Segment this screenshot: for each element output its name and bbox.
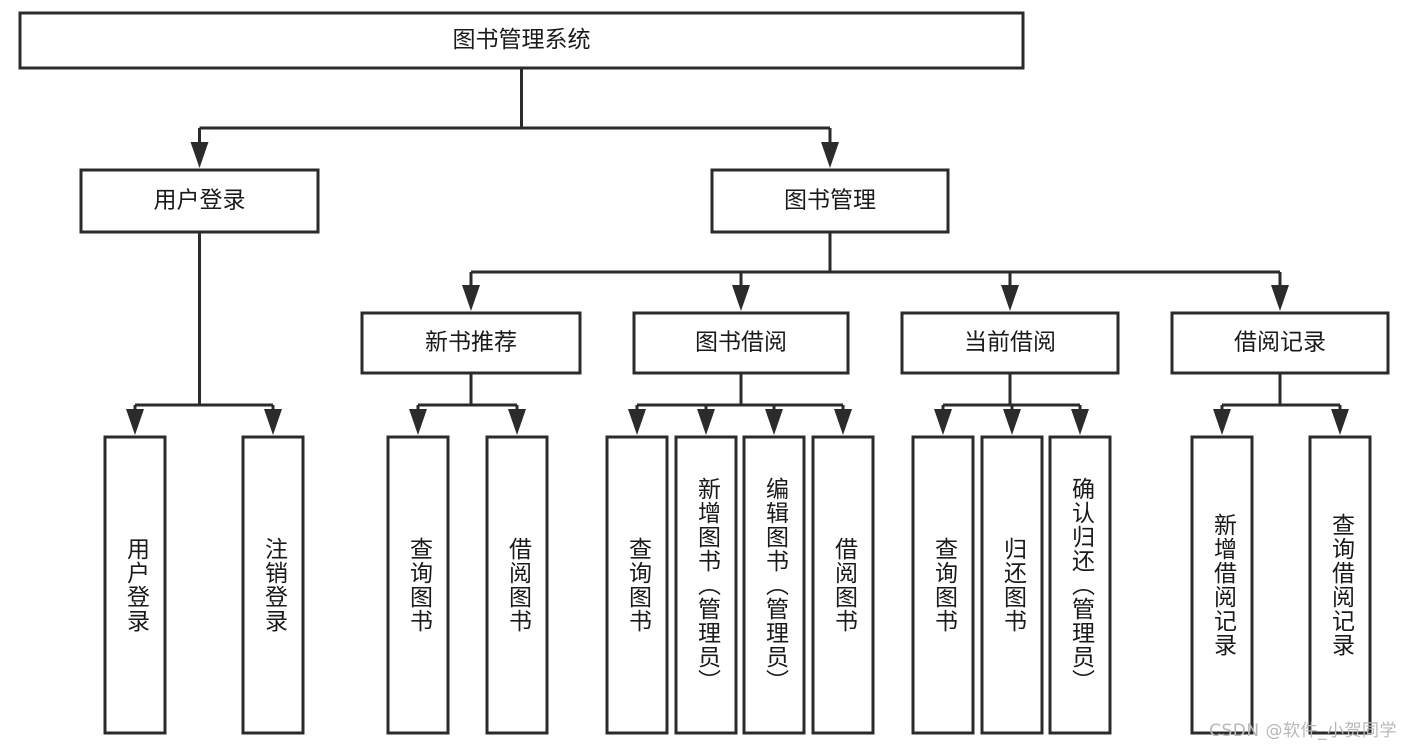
- connector-group-newbook: [409, 373, 526, 435]
- node-leaf6[interactable]: 新增图书（管理员）: [674, 435, 738, 735]
- node-leaf9[interactable]: 查询图书: [911, 435, 975, 735]
- node-label: 查询图书: [625, 537, 653, 633]
- node-box[interactable]: [79, 168, 320, 234]
- arrow-head-icon: [190, 142, 209, 168]
- node-leaf1[interactable]: 用户登录: [103, 435, 167, 735]
- node-label: 借阅图书: [505, 537, 533, 633]
- node-box[interactable]: [386, 435, 450, 735]
- arrow-head-icon: [409, 409, 427, 435]
- arrow-head-icon: [1003, 409, 1021, 435]
- node-box[interactable]: [632, 311, 850, 375]
- node-label: 图书管理: [784, 188, 876, 214]
- node-leaf11[interactable]: 确认归还（管理员）: [1048, 435, 1112, 735]
- arrow-head-icon: [765, 409, 783, 435]
- arrow-head-icon: [1331, 409, 1349, 435]
- connector-layer: [126, 68, 1349, 435]
- node-borrow[interactable]: 图书借阅: [632, 311, 850, 375]
- arrow-head-icon: [264, 409, 282, 435]
- node-label: 当前借阅: [964, 330, 1056, 356]
- node-label: 新增借阅记录: [1210, 513, 1238, 657]
- node-box[interactable]: [485, 435, 549, 735]
- node-leaf2[interactable]: 注销登录: [241, 435, 305, 735]
- connector-group-records: [1213, 373, 1349, 435]
- node-leaf13[interactable]: 查询借阅记录: [1308, 435, 1372, 735]
- node-label: 借阅图书: [831, 537, 859, 633]
- connector-group-bookmgmt: [462, 232, 1289, 311]
- arrow-head-icon: [1213, 409, 1231, 435]
- node-box[interactable]: [1308, 435, 1372, 735]
- node-login[interactable]: 用户登录: [79, 168, 320, 234]
- node-label: 新书推荐: [425, 330, 517, 356]
- arrow-head-icon: [697, 409, 715, 435]
- node-box[interactable]: [360, 311, 582, 375]
- node-box[interactable]: [241, 435, 305, 735]
- node-label: 用户登录: [123, 537, 151, 633]
- node-leaf7[interactable]: 编辑图书（管理员）: [742, 435, 806, 735]
- node-box[interactable]: [605, 435, 669, 735]
- node-label: 查询图书: [931, 537, 959, 633]
- node-leaf8[interactable]: 借阅图书: [811, 435, 875, 735]
- arrow-head-icon: [821, 142, 839, 168]
- node-box[interactable]: [1170, 311, 1390, 375]
- node-leaf12[interactable]: 新增借阅记录: [1190, 435, 1254, 735]
- node-leaf3[interactable]: 查询图书: [386, 435, 450, 735]
- arrow-head-icon: [834, 409, 852, 435]
- node-records[interactable]: 借阅记录: [1170, 311, 1390, 375]
- connector-group-current: [934, 373, 1089, 435]
- node-leaf10[interactable]: 归还图书: [980, 435, 1044, 735]
- arrow-head-icon: [462, 285, 480, 311]
- arrow-head-icon: [1271, 285, 1289, 311]
- node-label: 图书借阅: [695, 330, 787, 356]
- node-label: 用户登录: [154, 188, 246, 214]
- node-label: 编辑图书（管理员）: [762, 477, 790, 693]
- node-box[interactable]: [1190, 435, 1254, 735]
- node-leaf4[interactable]: 借阅图书: [485, 435, 549, 735]
- node-box[interactable]: [911, 435, 975, 735]
- node-root[interactable]: 图书管理系统: [18, 11, 1025, 70]
- connector-group-login: [126, 232, 282, 435]
- node-label: 图书管理系统: [453, 27, 591, 53]
- node-box[interactable]: [710, 168, 950, 234]
- arrow-head-icon: [628, 409, 646, 435]
- node-label: 查询借阅记录: [1328, 513, 1356, 657]
- node-box[interactable]: [900, 311, 1120, 375]
- arrow-head-icon: [126, 409, 144, 435]
- node-box[interactable]: [980, 435, 1044, 735]
- node-box[interactable]: [811, 435, 875, 735]
- arrow-head-icon: [732, 285, 750, 311]
- node-label: 归还图书: [1000, 537, 1028, 633]
- node-current[interactable]: 当前借阅: [900, 311, 1120, 375]
- node-label: 借阅记录: [1234, 330, 1326, 356]
- node-box[interactable]: [1048, 435, 1112, 735]
- node-label: 注销登录: [261, 537, 289, 633]
- node-box[interactable]: [742, 435, 806, 735]
- node-newbook[interactable]: 新书推荐: [360, 311, 582, 375]
- node-label: 确认归还（管理员）: [1068, 477, 1096, 693]
- node-box[interactable]: [103, 435, 167, 735]
- arrow-head-icon: [1071, 409, 1089, 435]
- node-label: 新增图书（管理员）: [694, 477, 722, 693]
- arrow-head-icon: [934, 409, 952, 435]
- node-label: 查询图书: [406, 537, 434, 633]
- node-bookmgmt[interactable]: 图书管理: [710, 168, 950, 234]
- arrow-head-icon: [508, 409, 526, 435]
- connector-group-borrow: [628, 373, 852, 435]
- node-box[interactable]: [18, 11, 1025, 70]
- node-layer: 图书管理系统用户登录图书管理新书推荐图书借阅当前借阅借阅记录用户登录注销登录查询…: [18, 11, 1390, 735]
- arrow-head-icon: [1001, 285, 1019, 311]
- node-leaf5[interactable]: 查询图书: [605, 435, 669, 735]
- connector-group-root: [190, 68, 839, 168]
- node-box[interactable]: [674, 435, 738, 735]
